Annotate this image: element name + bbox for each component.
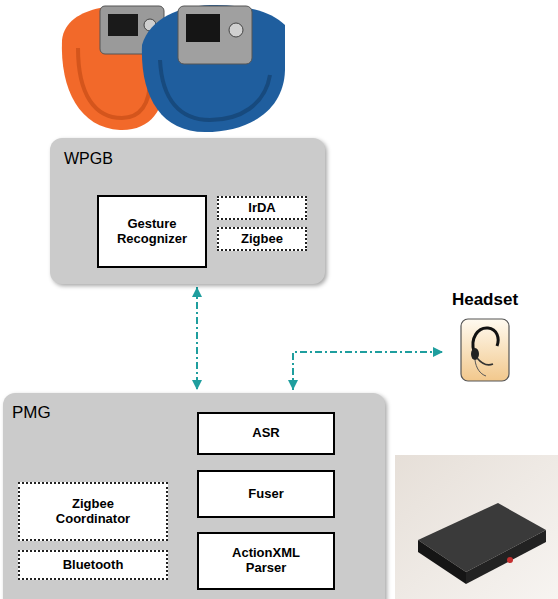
icon-frame bbox=[461, 319, 509, 381]
link-arrow bbox=[196, 287, 198, 390]
headband bbox=[473, 327, 498, 351]
process-box: ASR bbox=[197, 412, 335, 455]
optional-box: IrDA bbox=[217, 196, 307, 220]
device-screen bbox=[108, 14, 138, 36]
group-panel: Gesture Recognizer IrDA Zigbee WPGB bbox=[50, 138, 325, 284]
process-box: Fuser bbox=[197, 470, 335, 518]
box-label: Bluetooth bbox=[63, 558, 124, 573]
optional-box: Zigbee Coordinator bbox=[18, 482, 168, 541]
group-panel: ASR FuserActionXML Parser Zigbee Coordinat… bbox=[3, 393, 385, 599]
photo-ground bbox=[395, 455, 558, 599]
panel-title: PMG bbox=[12, 403, 51, 423]
optional-box: Bluetooth bbox=[18, 550, 168, 580]
box-label: Gesture Recognizer bbox=[106, 217, 198, 247]
optional-box: Zigbee bbox=[217, 227, 307, 251]
mic-boom bbox=[477, 358, 493, 365]
cable bbox=[475, 360, 486, 376]
box-label: ASR bbox=[252, 426, 279, 441]
box-label: Fuser bbox=[248, 487, 283, 502]
box-label: ActionXML Parser bbox=[216, 546, 316, 576]
device-side bbox=[466, 530, 546, 584]
device-led bbox=[507, 557, 513, 563]
box-label: Zigbee bbox=[241, 232, 283, 247]
process-box: Gesture Recognizer bbox=[97, 195, 207, 268]
link-arrow bbox=[293, 352, 443, 390]
device-button bbox=[229, 23, 243, 37]
box-label: IrDA bbox=[248, 201, 275, 216]
headset-icon bbox=[460, 318, 510, 382]
band-fold bbox=[78, 48, 150, 118]
device-label: Headset bbox=[452, 290, 518, 310]
wristband-photo bbox=[62, 5, 285, 132]
process-box: ActionXML Parser bbox=[197, 532, 335, 590]
device-side bbox=[418, 540, 466, 584]
device-screen bbox=[186, 14, 220, 42]
panel-title: WPGB bbox=[64, 150, 113, 168]
band-fold bbox=[160, 60, 270, 120]
box-label: Zigbee Coordinator bbox=[43, 497, 143, 527]
blue-band bbox=[142, 5, 285, 132]
headset-node: Headset bbox=[446, 288, 524, 388]
pmg-device-photo bbox=[395, 455, 558, 599]
device-face bbox=[178, 6, 252, 64]
